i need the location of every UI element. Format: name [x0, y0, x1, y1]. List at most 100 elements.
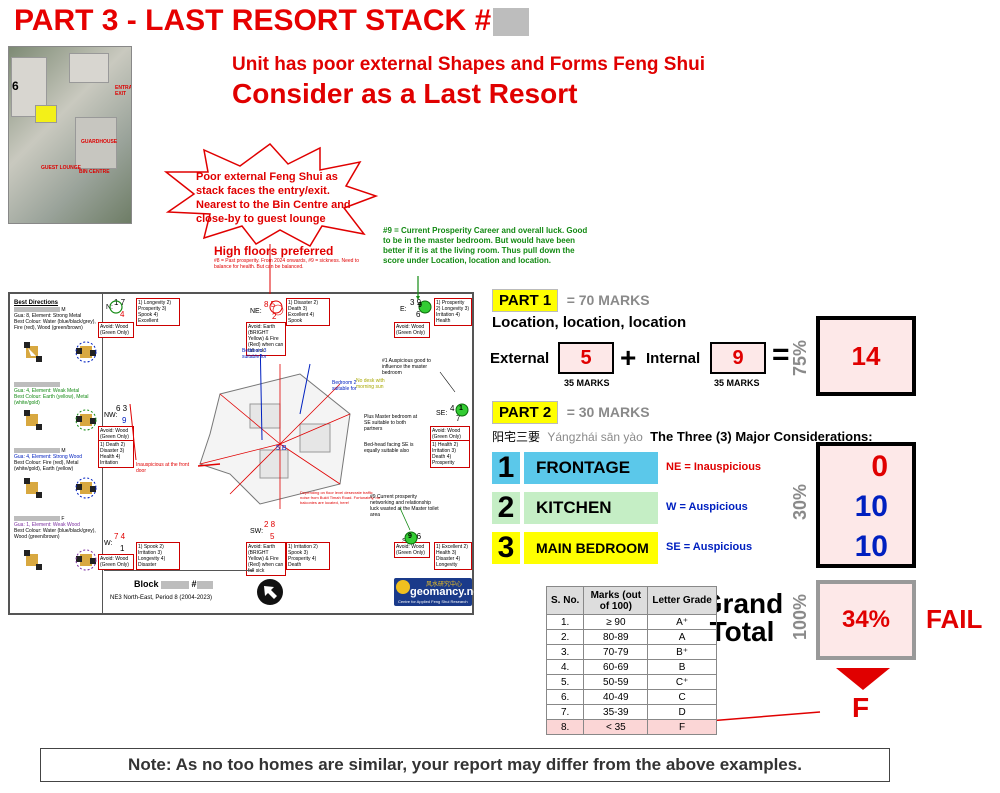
block-number: 6 [12, 79, 19, 93]
total-label: Total [709, 616, 775, 647]
direction-arrow-icon [257, 579, 283, 605]
n-avoid: Avoid: Wood (Green Only) [98, 322, 134, 338]
consideration-label: KITCHEN [524, 492, 658, 524]
nw-table: 1) Death 2) Disaster 3) Health 4) Irrita… [98, 440, 134, 468]
guest-lounge-label: GUEST LOUNGE [41, 165, 82, 171]
internal-score: 9 [710, 342, 766, 374]
redacted-name [14, 516, 60, 522]
grade-table-cell: 4. [545, 659, 585, 675]
consideration-number: 2 [492, 492, 520, 524]
auspicious-1-note: #1 Auspicious good to influence the mast… [382, 358, 431, 376]
external-marks: 35 MARKS [564, 378, 610, 388]
grade-table-cell: 6. [545, 689, 585, 705]
grade-table-cell: < 35 [583, 719, 649, 735]
consideration-number: 3 [492, 532, 520, 564]
bin-centre-label: BIN CENTRE [79, 169, 110, 175]
starburst-callout [163, 142, 379, 247]
se-numbers: 4 1 [450, 404, 462, 413]
inauspicious-front-door-note: Inauspicious at the front door [136, 462, 190, 474]
e-label: E: [400, 306, 407, 313]
part1-total-box: 14 [816, 316, 916, 396]
sw-table: 1) Irritation 2) Spook 3) Prosperity 4) … [286, 542, 330, 570]
geomancy-logo: 风水研究中心 geomancy.net Centre for Applied F… [394, 578, 483, 606]
grade-table-cell: 60-69 [583, 659, 649, 675]
person-4-colours: Best Colour: Water (blue/black/grey), Wo… [14, 528, 96, 540]
floor-plan-panel: Best Directions M Gua: 8, Element: Stron… [8, 292, 483, 615]
person-1-info: M Gua: 8, Element: Strong Metal Best Col… [14, 307, 100, 331]
person-1-gua: Gua: 8, Element: Strong Metal [14, 313, 82, 319]
logo-subtitle: Centre for Applied Feng Shui Research [398, 599, 468, 604]
equals-sign: = [772, 338, 790, 371]
se-table: 1) Health 2) Irritation 3) Death 4) Pros… [430, 440, 470, 468]
grade-table-cell: C [647, 689, 717, 705]
consideration-label: FRONTAGE [524, 452, 658, 484]
consideration-note: SE = Auspicious [666, 541, 753, 553]
grade-table-cell: 40-49 [583, 689, 649, 705]
se-highlight-number: 1 [459, 405, 463, 412]
e-table: 1) Prosperity 2) Longevity 3) Irritation… [434, 298, 472, 326]
high-floors-title: High floors preferred [214, 244, 334, 258]
consideration-number: 1 [492, 452, 520, 484]
w-number-2: 1 [120, 544, 125, 553]
grade-table-cell: 1. [545, 614, 585, 630]
grade-table-cell: B [647, 659, 717, 675]
site-map-image: 6 ENTRANCE/ EXIT GUARDHOUSE BIN CENTRE G… [8, 46, 132, 224]
headline-shapes: Unit has poor external Shapes and Forms … [232, 54, 705, 75]
grade-table-header-cell: Letter Grade [647, 586, 717, 615]
grade-table-cell: 8. [545, 719, 585, 735]
grand-total-percent-side: 100% [790, 593, 810, 640]
page-title: PART 3 - LAST RESORT STACK # [14, 4, 530, 38]
ne-table: 1) Disaster 2) Death 3) Excellent 4) Spo… [286, 298, 330, 326]
block-line: Block # [134, 579, 254, 589]
part1-marks: = 70 MARKS [566, 292, 650, 308]
redacted-name [14, 382, 60, 388]
grade-table-cell: D [647, 704, 717, 720]
grade-table-cell: B⁺ [647, 644, 717, 660]
e-avoid: Avoid: Wood (Green Only) [394, 322, 430, 338]
ne-numbers: 8 5 [264, 300, 276, 309]
e-numbers: 3 9 [410, 298, 422, 307]
prosperity-note: #9 = Current Prosperity Career and overa… [383, 226, 588, 265]
chinese-title: 阳宅三要 [492, 430, 541, 444]
s-label: S: [402, 538, 409, 545]
part2-percent: 30% [790, 483, 810, 520]
grade-table-cell: C⁺ [647, 674, 717, 690]
redacted-name [14, 307, 60, 313]
grade-table-cell: 70-79 [583, 644, 649, 660]
part1-tag: PART 1 [492, 289, 559, 312]
part2-marks: = 30 MARKS [566, 404, 650, 420]
period-label: NE3 North-East, Period 8 (2004-2023) [110, 595, 213, 601]
result-label: FAIL [926, 604, 983, 634]
nw-numbers: 6 3 [116, 404, 128, 413]
grade-table-cell: 35-39 [583, 704, 649, 720]
high-floors-note: #8 = Past prosperity. From 2024 onwards,… [214, 258, 359, 270]
final-grade: F [852, 692, 870, 723]
person-4-gender: F [61, 516, 65, 522]
part1-subtitle: Location, location, location [492, 314, 687, 331]
bedroom-3-note: Bedroom 3 suitable for [242, 348, 267, 360]
block-info: Block # NE3 North-East, Period 8 (2004-2… [104, 570, 254, 613]
person-3-gender: M [61, 448, 66, 454]
logo-chinese: 风水研究中心 [426, 582, 463, 588]
plus-sign: + [620, 342, 637, 373]
ne-number-2: 2 [272, 312, 277, 321]
nw-number-2: 9 [122, 416, 127, 425]
grade-table-cell: 3. [545, 644, 585, 660]
grand-total-value: 34% [841, 606, 891, 633]
building-roof [69, 53, 109, 83]
grand-total-box: 34% [816, 580, 916, 660]
logo-text: geomancy.net [410, 586, 484, 598]
s-table: 1) Excellent 2) Health 3) Disaster 4) Lo… [434, 542, 472, 570]
part2-scores-box [816, 442, 916, 568]
hash-label: # [191, 579, 197, 589]
internal-label: Internal [646, 350, 701, 367]
internal-marks: 35 MARKS [714, 378, 760, 388]
redacted-unit [196, 580, 213, 589]
person-1-compass-icons [24, 341, 97, 363]
person-3-compass-icons [24, 477, 97, 499]
sw-label: SW: [250, 528, 264, 535]
